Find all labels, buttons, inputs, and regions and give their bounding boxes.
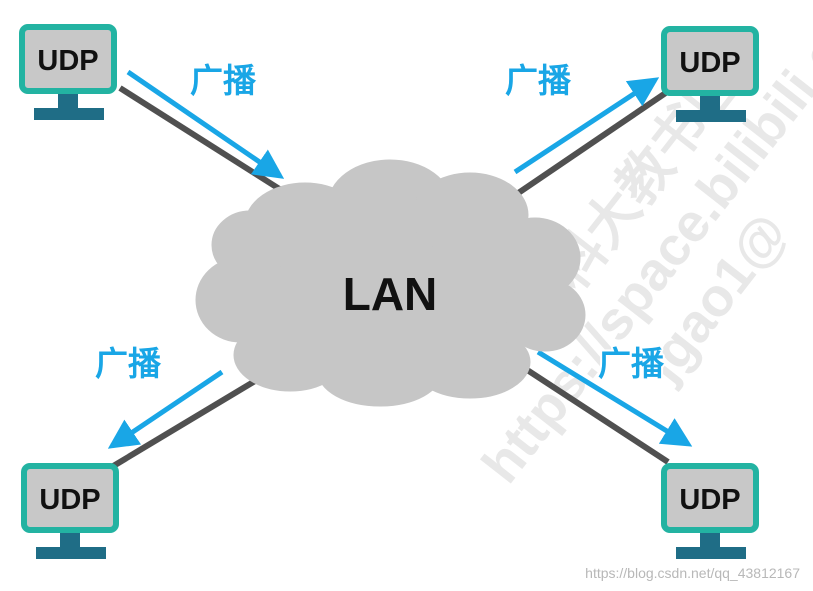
link-bottom-right <box>513 359 670 465</box>
host-label: UDP <box>679 484 740 516</box>
arrow-top-right <box>513 77 660 175</box>
monitor-icon <box>661 26 759 96</box>
link-bottom-left <box>108 369 272 471</box>
lan-label: LAN <box>343 268 438 320</box>
host-top-left: UDP <box>19 24 117 120</box>
arrow-bottom-right <box>536 349 693 447</box>
arrow-bottom-left <box>107 369 224 449</box>
host-bottom-right: UDP <box>661 463 759 559</box>
monitor-icon <box>661 463 759 533</box>
broadcast-label-top-left: 广播 <box>190 61 257 100</box>
arrow-top-left <box>126 69 285 179</box>
broadcast-label-top-right: 广播 <box>505 61 572 100</box>
source-credit: https://blog.csdn.net/qq_43812167 <box>585 565 800 581</box>
lan-cloud: LAN <box>195 159 586 407</box>
link-top-left <box>118 85 302 205</box>
monitor-base <box>676 547 746 559</box>
monitor-neck <box>60 533 80 549</box>
monitor-base <box>34 108 104 120</box>
broadcast-label-bottom-right: 广播 <box>598 344 665 383</box>
host-bottom-left: UDP <box>21 463 119 559</box>
broadcast-arrows <box>107 69 693 449</box>
links <box>108 85 672 471</box>
broadcast-label-bottom-left: 广播 <box>95 344 162 383</box>
monitor-icon <box>19 24 117 94</box>
monitor-neck <box>58 94 78 110</box>
monitor-base <box>36 547 106 559</box>
host-label: UDP <box>37 45 98 77</box>
host-top-right: UDP <box>661 26 759 122</box>
link-top-right <box>503 87 672 205</box>
monitor-base <box>676 110 746 122</box>
host-label: UDP <box>39 484 100 516</box>
host-label: UDP <box>679 47 740 79</box>
monitor-neck <box>700 96 720 112</box>
monitor-neck <box>700 533 720 549</box>
monitor-icon <box>21 463 119 533</box>
